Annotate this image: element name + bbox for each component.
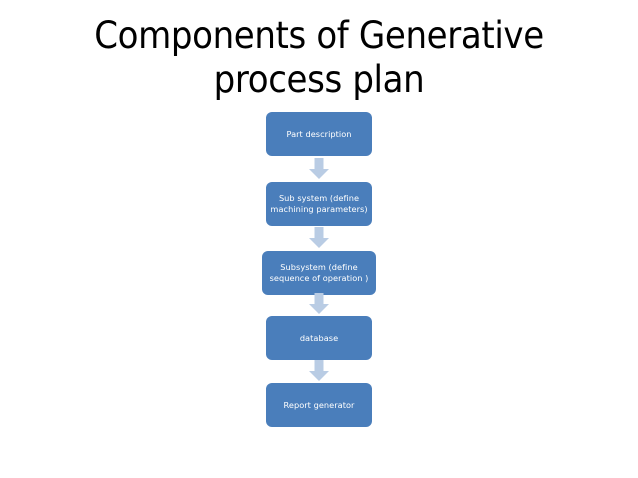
arrow-down-icon <box>308 360 330 381</box>
flow-node-part-description[interactable]: Part description <box>266 112 372 156</box>
flow-node-subsystem-sequence-of-operation[interactable]: Subsystem (define sequence of operation … <box>262 251 376 295</box>
flow-node-label: Subsystem (define sequence of operation … <box>269 262 369 283</box>
page-title: Components of Generative process plan <box>94 14 544 101</box>
flow-node-sub-system-machining-parameters[interactable]: Sub system (define machining parameters) <box>266 182 372 226</box>
arrow-down-icon <box>308 227 330 248</box>
arrow-down-icon <box>308 158 330 179</box>
flow-node-label: Report generator <box>283 399 355 410</box>
flow-node-label: Sub system (define machining parameters) <box>270 193 368 214</box>
flow-node-label: database <box>299 332 339 343</box>
flow-node-label: Part description <box>286 128 352 139</box>
flow-node-report-generator[interactable]: Report generator <box>266 383 372 427</box>
arrow-down-icon <box>308 293 330 314</box>
flow-node-database[interactable]: database <box>266 316 372 360</box>
